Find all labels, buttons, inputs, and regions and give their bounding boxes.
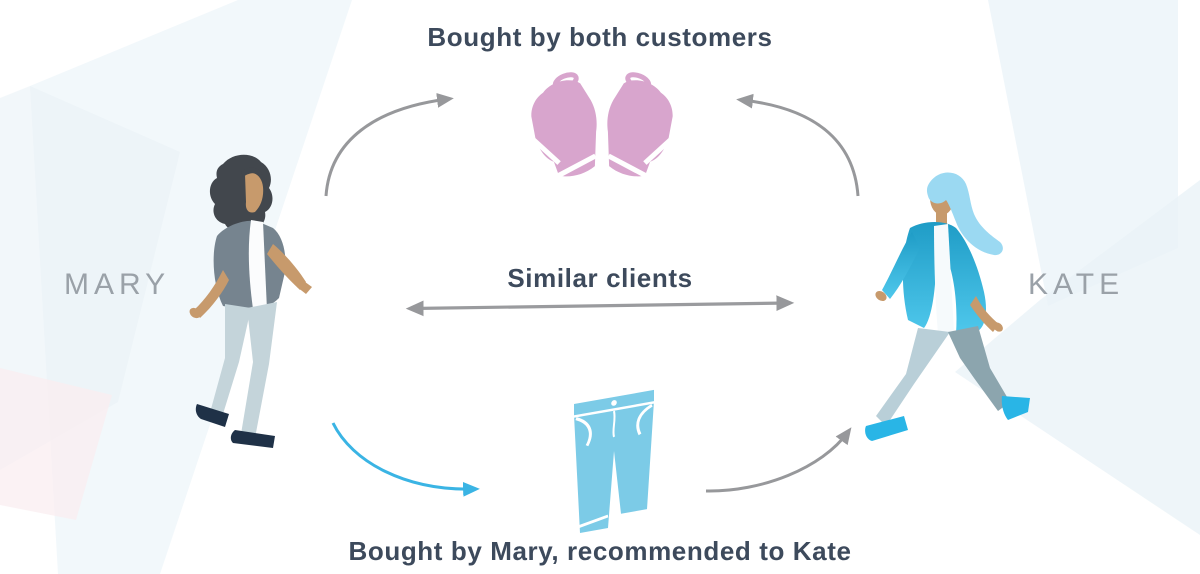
similar-clients-arrow <box>405 295 795 317</box>
arrow-mary-to-jackets <box>324 93 454 197</box>
arrow-jeans-to-kate <box>705 427 852 493</box>
kate-label: KATE <box>1028 268 1125 301</box>
jackets-icon <box>512 64 692 190</box>
kate-illustration <box>865 172 1030 441</box>
top-caption: Bought by both customers <box>427 22 773 52</box>
jeans-icon <box>574 389 654 533</box>
bottom-caption: Bought by Mary, recommended to Kate <box>348 536 852 566</box>
mary-label: MARY <box>64 268 171 301</box>
recommendation-arrow-mary-to-jeans <box>331 422 480 497</box>
similar-clients-caption: Similar clients <box>507 263 693 293</box>
arrow-kate-to-jackets <box>736 93 860 197</box>
mary-illustration <box>189 154 312 448</box>
